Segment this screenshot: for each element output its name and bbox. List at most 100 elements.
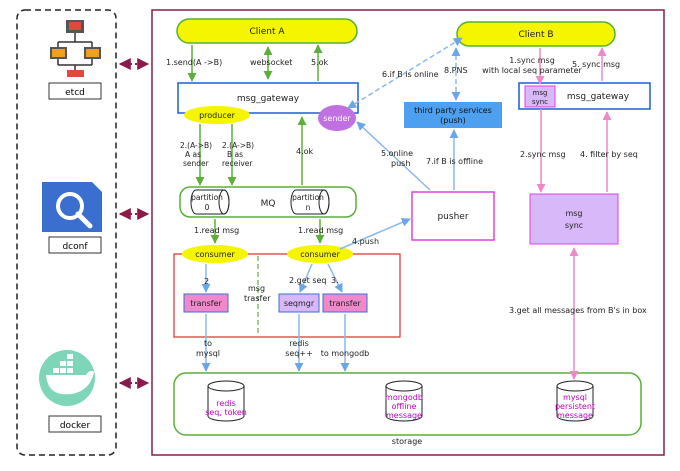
dconf-icon	[42, 182, 102, 232]
label-send: 1.send(A ->B)	[166, 58, 222, 67]
label-ok4: 4.ok	[296, 147, 314, 156]
label-a-sender-1: 2.(A->B)	[180, 141, 212, 150]
redis-line2: seq, token	[205, 408, 247, 417]
label-filter-seq: 4. filter by seq	[580, 150, 638, 159]
label-a-sender-2: A as	[185, 150, 201, 159]
label-online-push-2: push	[391, 159, 410, 168]
partition-n-line1: partition	[292, 193, 324, 202]
msg-sync-big	[529, 193, 619, 245]
label-redis-seq-1: redis	[289, 339, 309, 348]
transfer-2-label: transfer	[329, 299, 361, 308]
arrow-to-transfer-2	[327, 263, 343, 293]
docker-icon	[39, 350, 95, 406]
label-pns: 8.PNS	[444, 66, 468, 75]
mysql-line3: message	[557, 411, 593, 420]
label-get-seq: 2.get seq	[289, 276, 326, 285]
label-push4: 4.push	[352, 237, 379, 246]
storage-label: storage	[392, 437, 422, 446]
label-online-push-1: 5.online	[381, 149, 413, 158]
seqmgr-box	[278, 293, 320, 313]
arrow-get-seq	[299, 263, 313, 293]
label-sync-msg-local-1: 1.sync msg	[509, 56, 555, 65]
partition-0-line2: 0	[205, 203, 210, 212]
label-to-mysql-2: mysql	[196, 349, 220, 358]
etcd-label: etcd	[65, 88, 85, 98]
label-to-mysql-1: to	[204, 339, 212, 348]
docker-box	[48, 415, 102, 433]
mysql-line1: mysql	[563, 393, 587, 402]
consumer-group-bracket	[173, 253, 401, 338]
label-to-mongodb: to mongodb	[321, 349, 369, 358]
client-a	[176, 18, 358, 44]
sender-label: sender	[323, 114, 351, 123]
mongodb-database-icon	[385, 380, 423, 422]
label-b-receiver-2: B as	[227, 150, 243, 159]
network-icon	[50, 20, 101, 77]
arrow-online-push	[356, 121, 431, 191]
mongodb-line1: mongodb	[385, 393, 423, 402]
sender-node	[318, 105, 356, 131]
label-sync-msg-2: 2.sync msg	[520, 150, 566, 159]
arrow-push4	[339, 218, 411, 250]
dconf-label: dconf	[62, 242, 88, 252]
msg-gateway-a-label: msg_gateway	[237, 94, 300, 104]
etcd-box	[48, 82, 102, 100]
msg-sync-small	[524, 85, 556, 108]
mysql-database-icon	[556, 380, 594, 422]
client-b-label: Client B	[518, 30, 553, 40]
label-a-sender-3: sender	[183, 159, 210, 168]
label-sync-msg-local-2: with local seq parameter	[482, 66, 582, 75]
msg-sync-big-line1: msg	[565, 209, 582, 218]
label-websocket: websocket	[250, 58, 292, 67]
partition-0-line1: partition	[191, 193, 223, 202]
consumer-2-label: consumer	[300, 250, 340, 259]
partition-0	[190, 189, 230, 215]
client-a-label: Client A	[249, 27, 285, 37]
consumer-node-1	[182, 245, 248, 263]
third-party-line1: third party services	[414, 106, 492, 115]
service-panel	[16, 9, 117, 456]
label-b-receiver-1: 2.(A->B)	[222, 141, 254, 150]
client-b	[456, 21, 616, 47]
pusher-label: pusher	[437, 212, 468, 222]
redis-line1: redis	[216, 399, 236, 408]
third-party-line2: (push)	[440, 116, 466, 125]
label-msg-trasfer-2: trasfer	[244, 294, 271, 303]
label-get-all: 3.get all messages from B's in box	[509, 306, 647, 315]
label-msg-trasfer-1: msg	[248, 284, 265, 293]
label-read-msg-1: 1.read msg	[194, 226, 239, 235]
pusher-box	[411, 191, 495, 241]
main-frame	[151, 9, 665, 456]
partition-n	[290, 189, 330, 215]
consumer-1-label: consumer	[195, 250, 235, 259]
transfer-1-label: transfer	[190, 299, 222, 308]
producer-label: producer	[199, 111, 236, 120]
label-sync-msg-5: 5. sync msg	[572, 60, 620, 69]
mongodb-line2: offline	[392, 402, 417, 411]
label-read-msg-2: 1.read msg	[298, 226, 343, 235]
label-b-receiver-3: receiver	[222, 159, 253, 168]
label-redis-seq-2: seq++	[285, 349, 313, 358]
msg-sync-small-line1: msg	[533, 89, 548, 97]
consumer-node-2	[287, 245, 353, 263]
transfer-box-1	[183, 293, 229, 313]
mysql-line2: persistent	[555, 402, 595, 411]
arrow-if-online	[347, 37, 463, 109]
partition-n-line2: n	[306, 203, 311, 212]
redis-database-icon	[207, 380, 245, 422]
label-if-offline: 7.if B is offline	[426, 157, 483, 166]
mongodb-line3: message	[386, 411, 422, 420]
msg-sync-small-line2: sync	[532, 98, 548, 106]
msg-sync-big-line2: sync	[565, 221, 583, 230]
label-two: 2	[204, 277, 209, 286]
label-if-online: 6.if B is online	[382, 70, 439, 79]
label-ok5: 5.ok	[311, 58, 329, 67]
transfer-box-2	[322, 293, 368, 313]
seqmgr-label: seqmgr	[284, 299, 315, 308]
msg-gateway-b-label: msg_gateway	[567, 92, 630, 102]
producer-node	[184, 106, 250, 124]
docker-label: docker	[60, 421, 91, 431]
mq-label: MQ	[261, 199, 276, 209]
dconf-box	[48, 236, 102, 254]
